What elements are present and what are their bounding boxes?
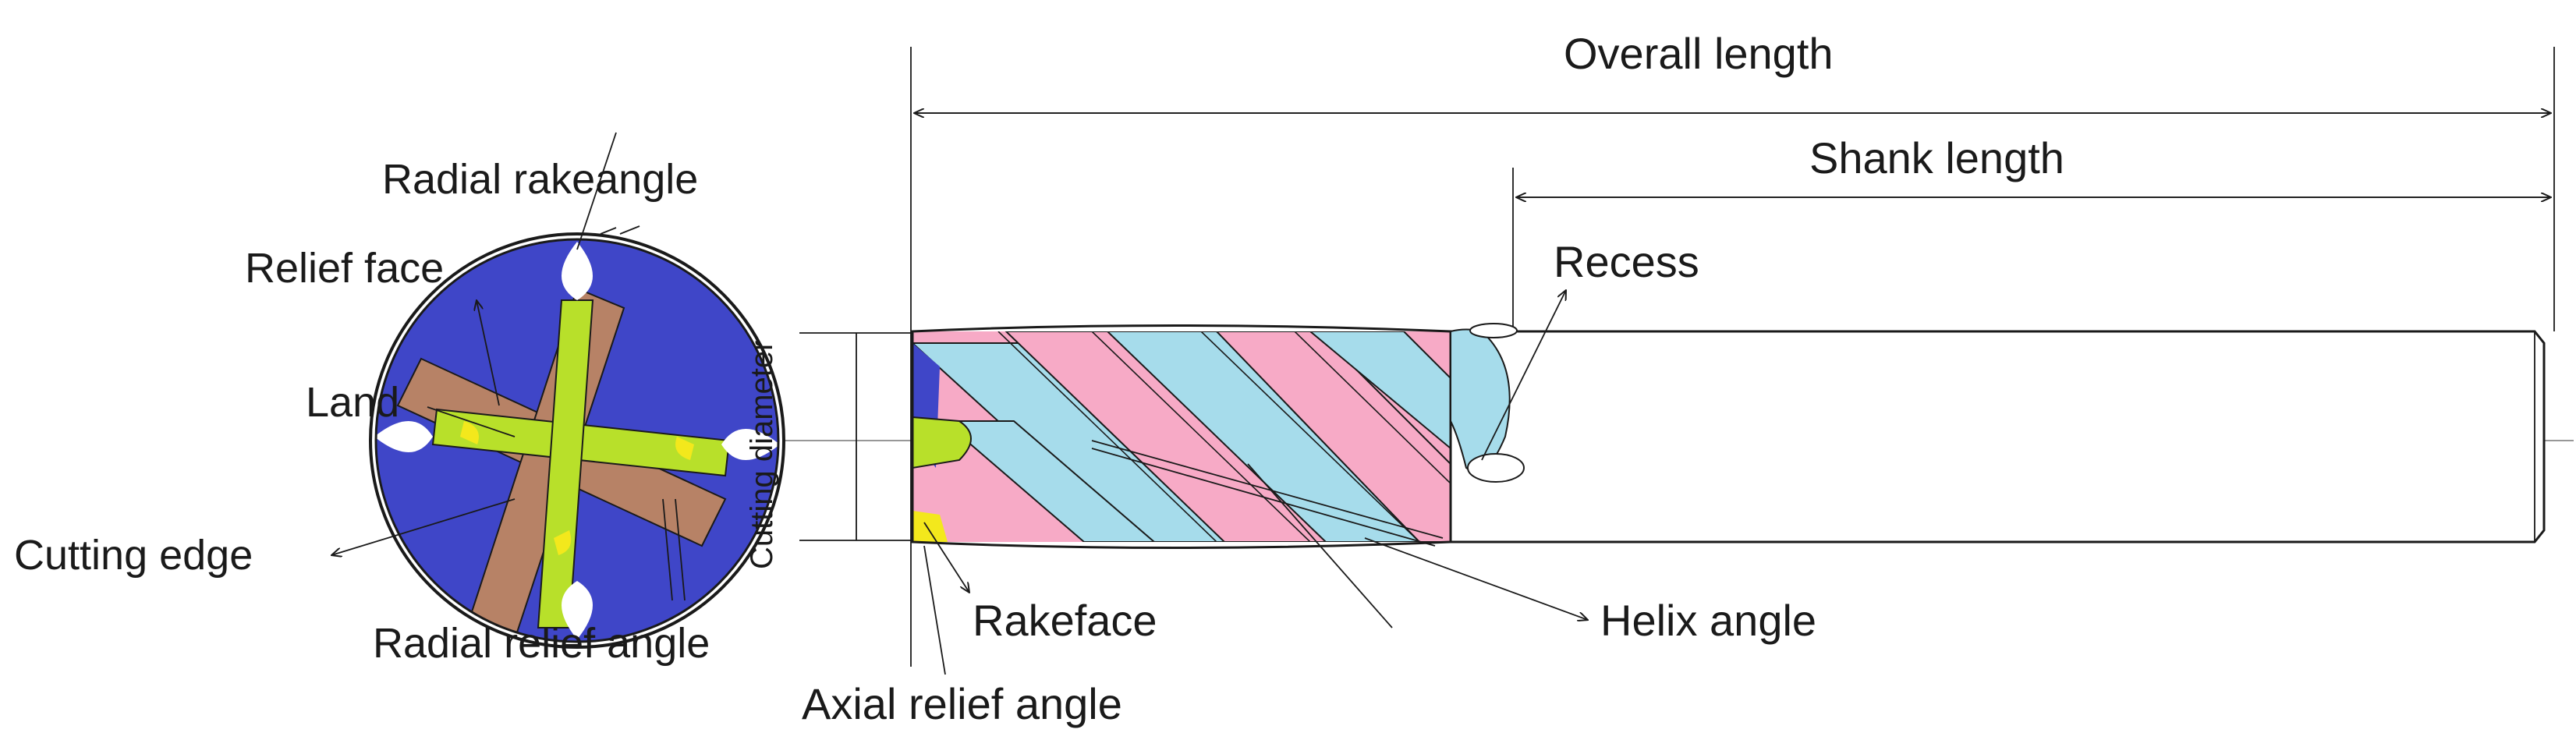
label-shank-length: Shank length [1809,133,2064,182]
land-band-2 [537,299,594,628]
label-overall-length: Overall length [1564,29,1834,78]
cross-section [369,232,785,649]
label-axial-relief-angle: Axial relief angle [802,679,1122,728]
label-recess: Recess [1554,237,1699,286]
flute-section [912,331,1451,542]
shank-body [1449,330,2546,543]
label-cutting-edge: Cutting edge [14,532,253,579]
label-helix-angle: Helix angle [1600,596,1816,645]
label-cutting-diameter: Cutting diameter [745,341,779,569]
label-rake-face: Rakeface [973,596,1157,645]
label-land: Land [306,379,399,426]
label-radial-rake-angle: Radial rakeangle [382,156,698,203]
label-relief-face: Relief face [245,245,444,292]
label-radial-relief-angle: Radial relief angle [373,620,710,667]
